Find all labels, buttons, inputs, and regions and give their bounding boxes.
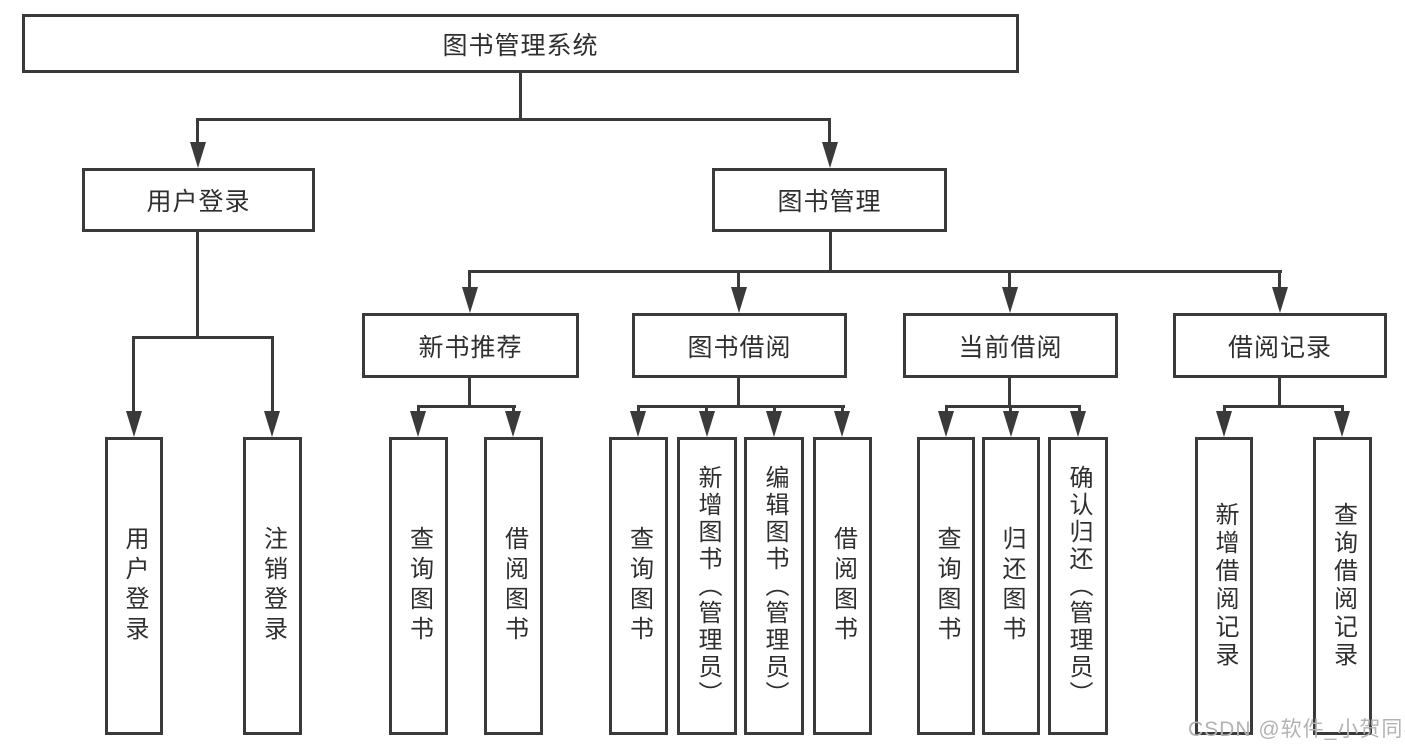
connector-borrow-record-children bbox=[1223, 405, 1344, 408]
arrowhead-book-borrow-icon bbox=[731, 287, 747, 313]
leaf-br-add-record: 新增借阅记录 bbox=[1195, 437, 1253, 735]
leaf-cb-confirm-return-admin-label: 确认归还（管理员） bbox=[1065, 464, 1092, 708]
arrowhead-current-borrow-icon bbox=[1002, 287, 1018, 313]
connector-current-borrow-stub bbox=[1008, 376, 1011, 408]
connector-arrow-shaft-current-borrow bbox=[1008, 270, 1011, 292]
leaf-bb-borrow-books: 借阅图书 bbox=[813, 437, 872, 735]
leaf-bb-add-books-admin: 新增图书（管理员） bbox=[677, 437, 737, 735]
connector-root-stub bbox=[519, 71, 522, 121]
node-borrowing-records-label: 借阅记录 bbox=[1227, 333, 1332, 362]
connector-arrow-shaft-login bbox=[132, 336, 135, 416]
leaf-nbr-borrow-books-label: 借阅图书 bbox=[500, 526, 528, 646]
connector-arrow-shaft-new-book bbox=[468, 270, 471, 292]
leaf-user-login: 用户登录 bbox=[105, 437, 163, 735]
arrowhead-cb-query-icon bbox=[938, 411, 954, 437]
node-book-borrowing-label: 图书借阅 bbox=[687, 333, 792, 362]
leaf-bb-edit-books-admin: 编辑图书（管理员） bbox=[744, 437, 804, 735]
leaf-bb-add-books-admin-label: 新增图书（管理员） bbox=[694, 464, 721, 708]
leaf-br-add-record-label: 新增借阅记录 bbox=[1211, 502, 1238, 670]
connector-current-borrow-children bbox=[945, 405, 1081, 408]
node-user-login: 用户登录 bbox=[82, 168, 315, 232]
connector-new-book-stub bbox=[468, 376, 471, 408]
connector-new-book-children bbox=[417, 405, 516, 408]
leaf-br-query-record: 查询借阅记录 bbox=[1313, 437, 1372, 735]
arrowhead-bb-query-icon bbox=[630, 411, 646, 437]
arrowhead-bb-add-icon bbox=[699, 411, 715, 437]
connector-arrow-shaft-book-borrow bbox=[737, 270, 740, 292]
node-current-borrowing-label: 当前借阅 bbox=[958, 333, 1063, 362]
arrowhead-new-book-icon bbox=[462, 287, 478, 313]
node-new-book-recommend: 新书推荐 bbox=[362, 313, 579, 378]
connector-arrow-shaft-book-management bbox=[828, 118, 831, 150]
arrowhead-bb-edit-icon bbox=[766, 411, 782, 437]
arrowhead-cb-return-icon bbox=[1003, 411, 1019, 437]
arrowhead-nbr-borrow-icon bbox=[505, 411, 521, 437]
leaf-cb-return-books-label: 归还图书 bbox=[998, 526, 1025, 646]
leaf-logout-login-label: 注销登录 bbox=[259, 526, 287, 646]
leaf-logout-login: 注销登录 bbox=[243, 437, 302, 735]
node-book-management-label: 图书管理 bbox=[777, 188, 882, 216]
arrowhead-user-login-icon bbox=[190, 142, 206, 168]
connector-level1 bbox=[197, 118, 831, 121]
arrowhead-br-add-icon bbox=[1216, 411, 1232, 437]
leaf-nbr-query-books-label: 查询图书 bbox=[405, 526, 433, 646]
leaf-nbr-borrow-books: 借阅图书 bbox=[484, 437, 543, 735]
leaf-br-query-record-label: 查询借阅记录 bbox=[1329, 502, 1357, 670]
arrowhead-cb-confirm-icon bbox=[1070, 411, 1086, 437]
connector-arrow-shaft-logout bbox=[271, 336, 274, 416]
connector-level2 bbox=[469, 270, 1282, 273]
leaf-nbr-query-books: 查询图书 bbox=[389, 437, 448, 735]
node-current-borrowing: 当前借阅 bbox=[903, 313, 1118, 378]
connector-book-management-stub bbox=[829, 230, 832, 273]
connector-book-borrow-children bbox=[637, 405, 845, 408]
arrowhead-borrow-record-icon bbox=[1272, 287, 1288, 313]
connector-user-login-stub bbox=[196, 230, 199, 338]
node-user-login-label: 用户登录 bbox=[146, 188, 251, 216]
connector-user-login-children bbox=[132, 336, 274, 339]
arrowhead-logout-icon bbox=[264, 411, 280, 437]
arrowhead-br-query-icon bbox=[1334, 411, 1350, 437]
arrowhead-nbr-query-icon bbox=[410, 411, 426, 437]
node-library-system: 图书管理系统 bbox=[22, 14, 1019, 73]
arrowhead-login-icon bbox=[126, 411, 142, 437]
connector-book-borrow-stub bbox=[737, 376, 740, 408]
node-book-borrowing: 图书借阅 bbox=[632, 313, 847, 378]
arrowhead-book-management-icon bbox=[822, 142, 838, 168]
node-book-management: 图书管理 bbox=[712, 168, 947, 232]
leaf-cb-query-books-label: 查询图书 bbox=[933, 526, 960, 646]
csdn-watermark: CSDN @软件_小贺同学 bbox=[1188, 718, 1405, 741]
leaf-cb-return-books: 归还图书 bbox=[982, 437, 1040, 735]
leaf-bb-borrow-books-label: 借阅图书 bbox=[829, 526, 857, 646]
node-borrowing-records: 借阅记录 bbox=[1173, 313, 1387, 378]
node-new-book-recommend-label: 新书推荐 bbox=[418, 333, 523, 362]
arrowhead-bb-borrow-icon bbox=[834, 411, 850, 437]
leaf-bb-query-books-label: 查询图书 bbox=[625, 526, 653, 646]
connector-borrow-record-stub bbox=[1278, 376, 1281, 408]
connector-arrow-shaft-user-login bbox=[196, 118, 199, 150]
leaf-bb-query-books: 查询图书 bbox=[609, 437, 668, 735]
leaf-cb-confirm-return-admin: 确认归还（管理员） bbox=[1048, 437, 1108, 735]
node-library-system-label: 图书管理系统 bbox=[442, 31, 599, 60]
leaf-user-login-label: 用户登录 bbox=[121, 526, 148, 646]
leaf-bb-edit-books-admin-label: 编辑图书（管理员） bbox=[761, 464, 788, 708]
connector-arrow-shaft-borrow-record bbox=[1278, 270, 1281, 292]
leaf-cb-query-books: 查询图书 bbox=[917, 437, 975, 735]
